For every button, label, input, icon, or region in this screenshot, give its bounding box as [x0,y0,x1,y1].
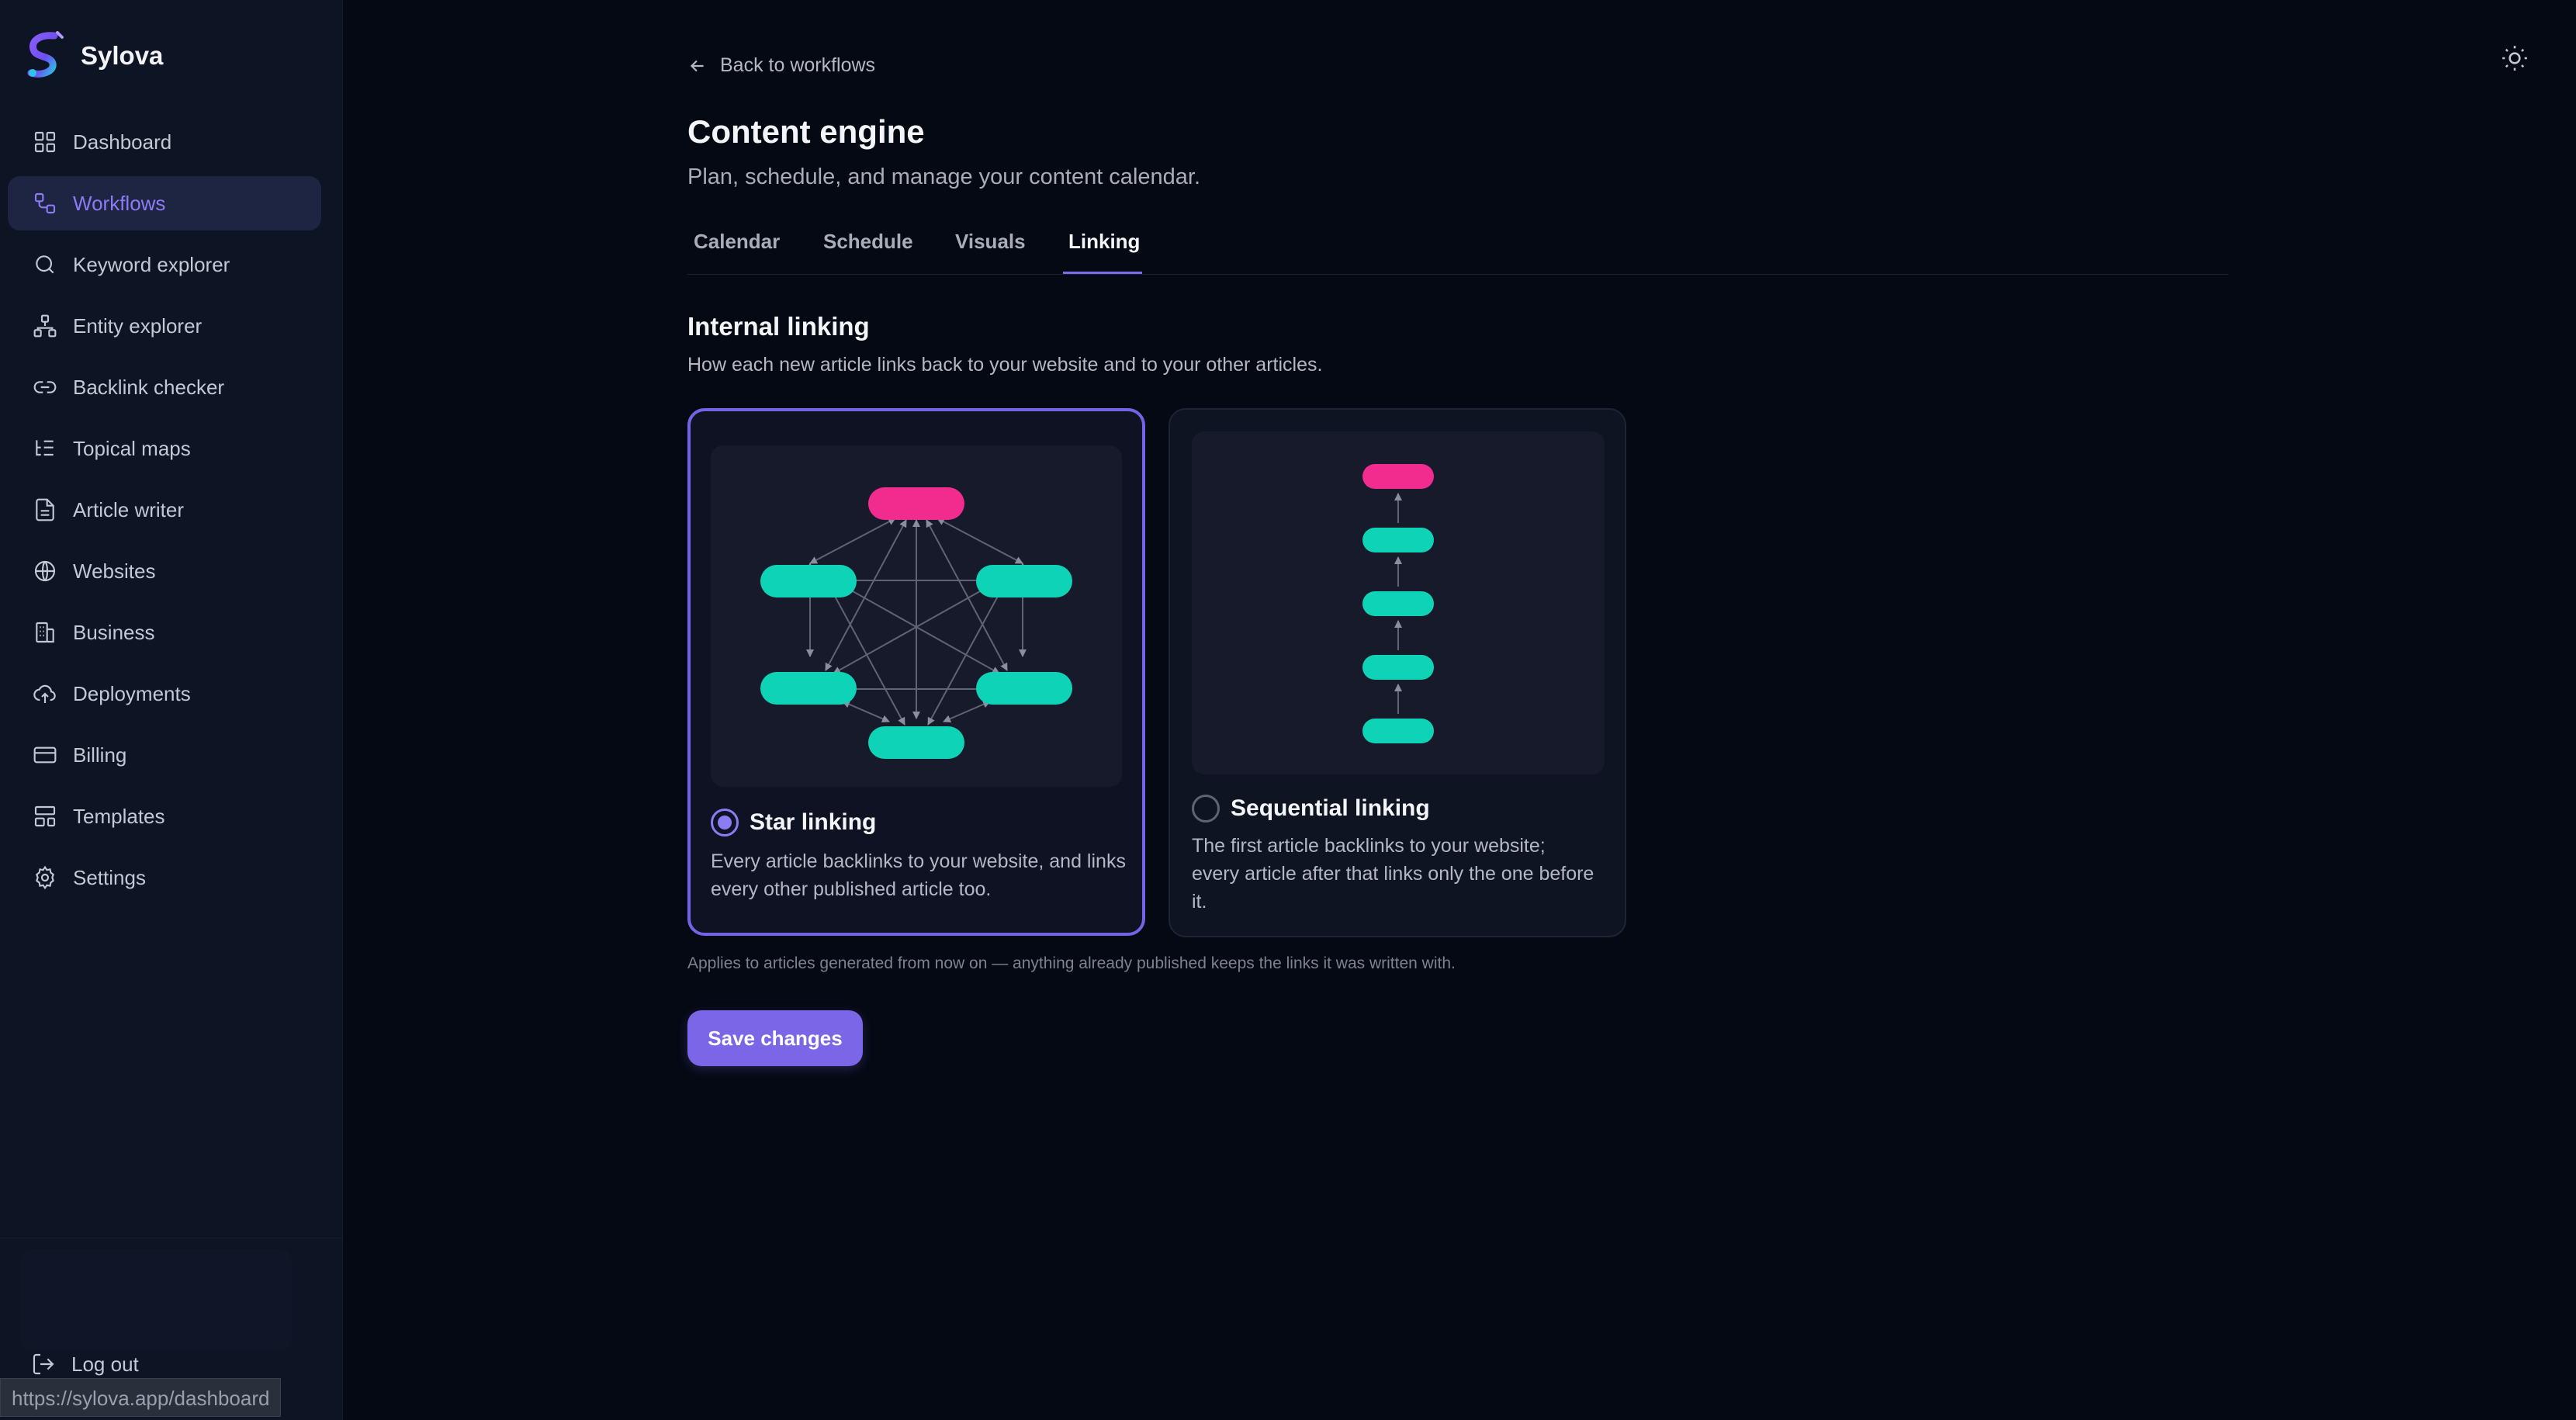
network-icon [33,314,57,338]
sun-icon[interactable] [2500,43,2529,73]
article-node [1362,528,1434,552]
sidebar-item-label: Workflows [73,191,166,215]
browser-status-url: https://sylova.app/dashboard [0,1378,282,1417]
logout-button[interactable]: Log out [31,1352,139,1377]
article-node [868,726,964,759]
sidebar-item-topical-maps[interactable]: Topical maps [8,421,321,476]
brand[interactable]: Sylova [23,31,163,81]
tab-schedule[interactable]: Schedule [823,230,913,253]
sidebar-item-label: Business [73,620,155,644]
sidebar-item-label: Dashboard [73,130,172,154]
sidebar-promo-placeholder [20,1249,292,1350]
sidebar-item-dashboard[interactable]: Dashboard [8,115,321,169]
sidebar-item-billing[interactable]: Billing [8,728,321,782]
active-tab-indicator [1063,272,1142,274]
sidebar-item-backlink-checker[interactable]: Backlink checker [8,360,321,414]
back-link-label: Back to workflows [720,54,876,76]
sidebar-item-deployments[interactable]: Deployments [8,667,321,721]
tab-visuals[interactable]: Visuals [955,230,1026,253]
section-title: Internal linking [687,312,870,341]
arrow-left-icon [690,60,704,71]
globe-icon [34,560,56,582]
sidebar-item-label: Backlink checker [73,375,225,399]
tab-calendar[interactable]: Calendar [694,230,781,253]
section-description: How each new article links back to your … [687,354,1323,376]
sidebar-item-settings[interactable]: Settings [8,850,321,905]
sidebar-item-label: Settings [73,865,146,889]
option-description: Every article backlinks to your website,… [711,850,1126,900]
sidebar-item-label: Deployments [73,681,191,705]
building-icon [36,622,54,643]
star-links [806,518,1027,726]
document-icon [36,498,54,521]
sidebar-item-label: Topical maps [73,436,191,460]
sequential-linking-radio[interactable] [1192,795,1220,823]
sidebar-item-label: Entity explorer [73,313,203,338]
sidebar-item-business[interactable]: Business [8,605,321,660]
sidebar-item-article-writer[interactable]: Article writer [8,483,321,537]
footnote: Applies to articles generated from now o… [687,954,1456,972]
cloud-upload-icon [33,684,56,703]
list-tree-icon [36,440,54,456]
sidebar-item-label: Billing [73,743,127,767]
gear-icon [36,865,54,890]
sidebar-item-entity-explorer[interactable]: Entity explorer [8,299,321,353]
article-node [1362,591,1434,616]
sidebar-item-keyword-explorer[interactable]: Keyword explorer [8,237,321,292]
sidebar-item-label: Keyword explorer [73,252,230,276]
option-card-star-linking[interactable]: Star linking Every article backlinks to … [687,408,1145,936]
page-title: Content engine [687,113,925,150]
star-linking-radio[interactable] [711,809,739,836]
sidebar-item-label: Article writer [73,497,185,521]
star-diagram-svg [760,487,1072,759]
article-node [976,672,1072,705]
website-hub-node [868,487,964,520]
sidebar-item-workflows[interactable]: Workflows [8,176,321,230]
search-icon [36,255,54,274]
option-title: Sequential linking [1231,795,1430,821]
option-title: Star linking [750,809,877,835]
radio-selected-dot [718,816,732,829]
sidebar-item-label: Templates [73,804,165,828]
article-node [760,565,857,597]
tab-linking[interactable]: Linking [1068,230,1141,253]
article-node [760,672,857,705]
link-icon [33,381,57,393]
layout-icon [34,805,56,827]
sidebar-item-label: Websites [73,559,156,583]
tab-bar: Calendar Schedule Visuals Linking [687,216,2228,275]
sequential-linking-diagram [1192,431,1605,774]
logout-label: Log out [71,1352,139,1376]
sidebar-nav: Dashboard Workflows Keyword explorer Ent… [8,115,321,912]
workflow-icon [34,192,56,214]
save-changes-button[interactable]: Save changes [687,1010,863,1066]
back-to-workflows-link[interactable]: Back to workflows [687,54,875,77]
website-hub-node [1362,464,1434,489]
article-node [1362,655,1434,680]
article-node [1362,719,1434,743]
credit-card-icon [33,746,57,764]
star-linking-diagram [711,445,1122,787]
sylova-logo-icon [27,31,64,78]
dashboard-grid-icon [34,131,56,153]
option-card-sequential-linking[interactable]: Sequential linking The first article bac… [1169,408,1626,937]
article-node [976,565,1072,597]
sidebar-item-templates[interactable]: Templates [8,789,321,843]
brand-name: Sylova [81,41,164,70]
option-description: The first article backlinks to your webs… [1192,835,1594,913]
sidebar-item-websites[interactable]: Websites [8,544,321,598]
logout-icon [33,1353,54,1375]
page-subtitle: Plan, schedule, and manage your content … [687,165,1201,189]
sidebar: Sylova Dashboard Workflows Keyword explo… [0,0,343,1420]
sequential-diagram-svg [1362,464,1434,743]
